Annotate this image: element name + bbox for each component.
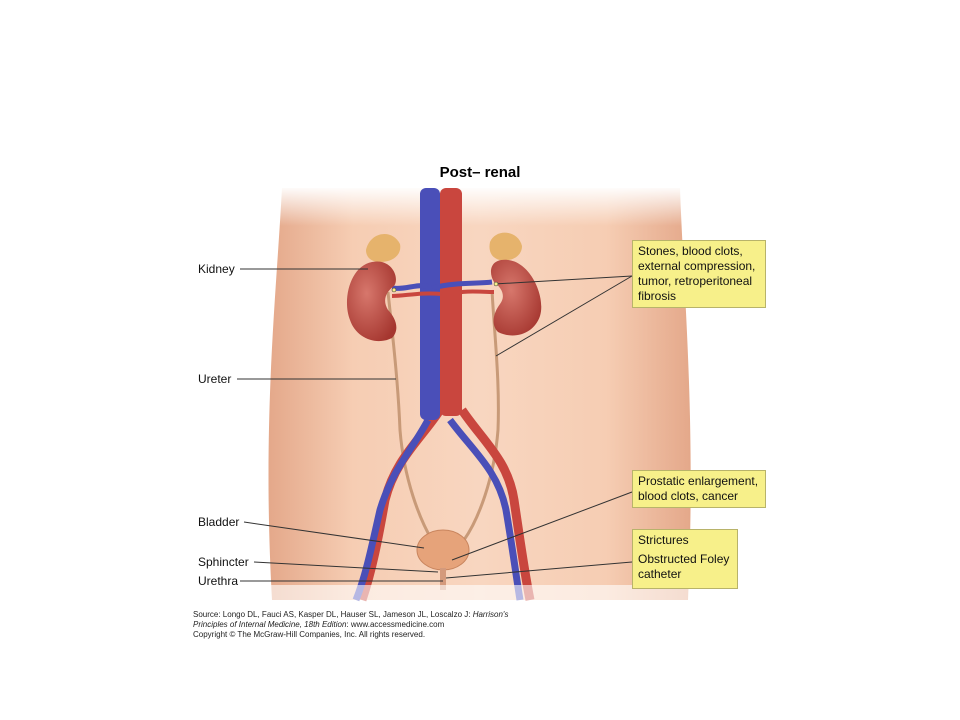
- sphincter-label: Sphincter: [198, 555, 249, 569]
- callout-line: blood clots, cancer: [638, 489, 739, 503]
- left-renal-artery: [391, 291, 443, 298]
- aorta: [440, 188, 462, 416]
- callout-line: Prostatic enlargement,: [638, 474, 759, 488]
- bottom-fade: [260, 585, 700, 605]
- right-ureter: [462, 289, 500, 541]
- callout-line: catheter: [638, 567, 682, 581]
- upper-obstruction-callout: Stones, blood clots, external compressio…: [632, 240, 766, 308]
- upper-callout-leader-2: [495, 275, 633, 357]
- source-prefix: Source: Longo DL, Fauci AS, Kasper DL, H…: [193, 610, 473, 619]
- right-kidney: [490, 259, 542, 336]
- bladder-label: Bladder: [198, 515, 240, 529]
- vena-cava: [420, 188, 440, 420]
- urethra-label: Urethra: [198, 574, 239, 588]
- right-adrenal-gland: [489, 232, 522, 261]
- source-book-title: Harrison's: [472, 610, 509, 619]
- stones-marker-2: [391, 287, 397, 293]
- source-book-edition: Principles of Internal Medicine, 18th Ed…: [193, 620, 347, 629]
- callout-line: external compression,: [638, 259, 756, 273]
- right-renal-vein: [431, 279, 493, 291]
- callout-line: fibrosis: [638, 289, 677, 303]
- upper-callout-leader-1: [493, 275, 633, 285]
- left-iliac-vein: [352, 418, 432, 602]
- kidney-label: Kidney: [198, 262, 235, 276]
- right-iliac-artery: [458, 407, 535, 601]
- urethra-shape: [440, 568, 446, 590]
- stones-marker-1: [493, 281, 499, 287]
- prostatic-callout-leader: [451, 491, 633, 561]
- callout-line: tumor, retroperitoneal: [638, 274, 753, 288]
- strictures-foley-callout: Strictures Obstructed Foley catheter: [632, 529, 738, 589]
- left-kidney: [346, 261, 397, 342]
- left-renal-vein: [391, 283, 429, 291]
- right-renal-artery: [451, 289, 495, 296]
- right-iliac-vein: [447, 417, 524, 601]
- source-citation: Source: Longo DL, Fauci AS, Kasper DL, H…: [193, 610, 508, 640]
- left-adrenal-gland: [366, 233, 401, 262]
- strictures-text: Strictures: [638, 533, 689, 547]
- source-url: : www.accessmedicine.com: [346, 620, 445, 629]
- torso: [268, 188, 691, 600]
- bladder-shape: [416, 529, 470, 571]
- callout-line: Stones, blood clots,: [638, 244, 743, 258]
- callout-line: Obstructed Foley: [638, 552, 730, 566]
- copyright: Copyright © The McGraw-Hill Companies, I…: [193, 630, 426, 639]
- diagram-title: Post– renal: [439, 164, 521, 181]
- foley-callout-leader: [445, 561, 633, 579]
- ureter-label: Ureter: [198, 372, 232, 386]
- prostatic-callout: Prostatic enlargement, blood clots, canc…: [632, 470, 766, 508]
- leader-lines: [237, 268, 633, 582]
- sphincter-leader: [253, 561, 439, 573]
- bladder-leader: [243, 521, 425, 549]
- torso-top-fade: [270, 186, 690, 226]
